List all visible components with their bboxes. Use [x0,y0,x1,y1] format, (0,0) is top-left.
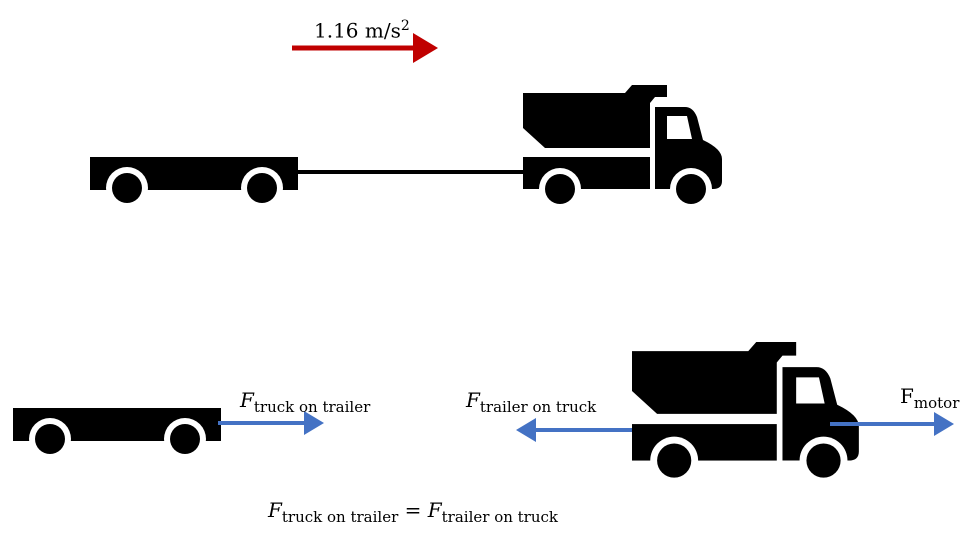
force-truck-on-trailer-label: Ftruck on trailer [240,388,371,416]
dump-truck-icon [523,85,722,210]
force-trailer-on-truck-label: Ftrailer on truck [466,388,597,416]
trailer-icon [90,157,298,209]
acceleration-label: 1.16 m/s2 [314,18,410,43]
truck-free-body-icon [632,342,859,485]
force-motor-label: Fmotor [900,384,960,412]
force-equation: Ftruck on trailer = Ftrailer on truck [268,498,559,526]
trailer-free-body-icon [13,408,221,460]
